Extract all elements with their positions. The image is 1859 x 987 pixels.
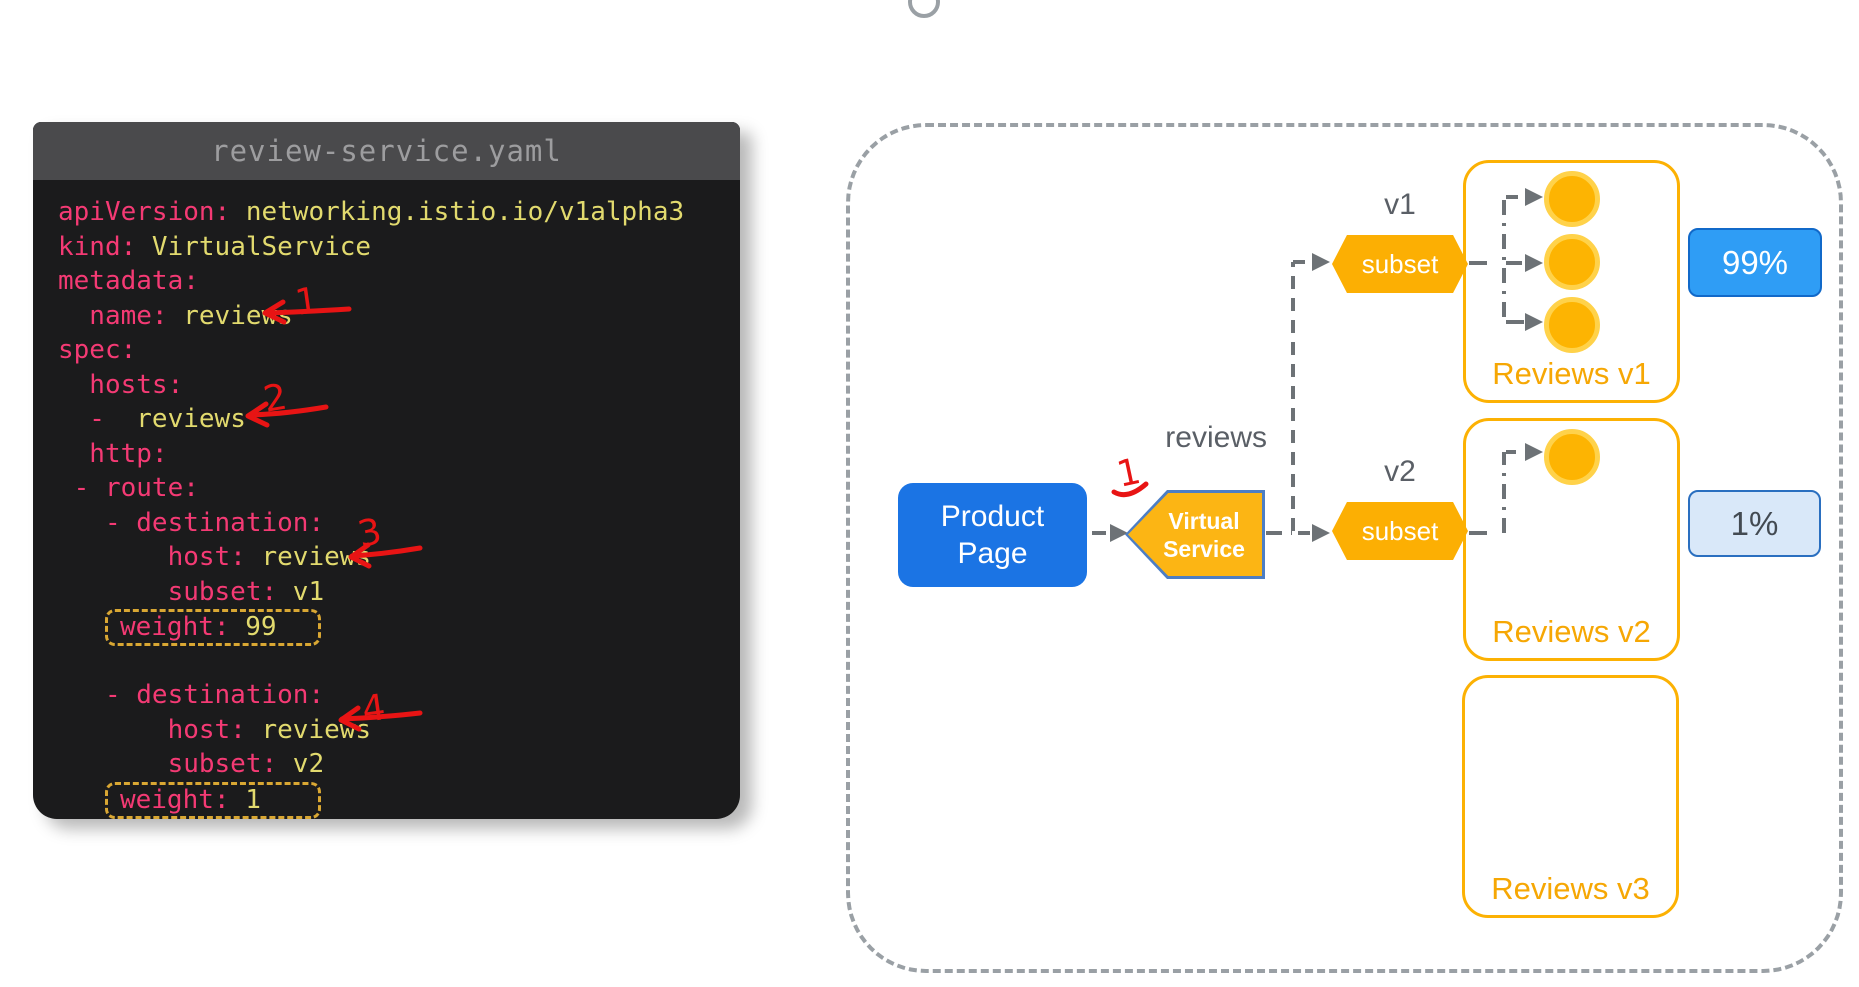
code-line: - destination: <box>58 507 325 538</box>
subset-v2-version-label: v2 <box>1384 455 1416 488</box>
code-line: spec: <box>58 335 137 365</box>
subset-v1-text: subset <box>1361 248 1439 279</box>
code-body: apiVersion: networking.istio.io/v1alpha3… <box>33 180 740 819</box>
reviews-v2-label: Reviews v2 <box>1492 614 1651 649</box>
mesh-boundary <box>846 123 1843 973</box>
code-line: http: <box>58 438 168 469</box>
product-page-label-line2: Page <box>957 537 1028 570</box>
pod-circle <box>1544 429 1600 485</box>
virtual-service-label-line1: Virtual <box>1168 507 1240 534</box>
reviews-v3-label: Reviews v3 <box>1491 871 1650 906</box>
code-line: subset: v2 <box>58 749 325 779</box>
virtual-service-label-line2: Service <box>1163 535 1245 562</box>
weight-highlight-box: weight: 1 <box>104 781 321 819</box>
reviews-v2-pods <box>1544 429 1600 492</box>
pod-circle <box>1544 297 1600 353</box>
subset-v2-node: subset <box>1332 502 1468 560</box>
traffic-weight-badge-99: 99% <box>1688 228 1822 297</box>
code-line: weight: 99 <box>58 609 740 646</box>
yaml-code-panel: review-service.yaml apiVersion: networki… <box>33 122 740 819</box>
code-line: metadata: <box>58 266 199 296</box>
product-page-label-line1: Product <box>940 500 1045 533</box>
code-line: host: reviews <box>58 714 372 745</box>
code-line: kind: VirtualService <box>58 231 372 262</box>
subset-v2-text: subset <box>1361 515 1439 546</box>
reviews-v2-group: Reviews v2 <box>1463 418 1680 661</box>
pod-circle <box>1544 234 1600 290</box>
code-line: - destination: <box>58 680 325 710</box>
reviews-v1-group: Reviews v1 <box>1463 160 1680 403</box>
code-line: name: reviews <box>58 300 293 331</box>
code-line: - reviews <box>58 404 246 434</box>
code-line: hosts: <box>58 369 184 400</box>
subset-v1-node: subset <box>1332 235 1468 293</box>
weight-highlight-box: weight: 99 <box>104 609 321 646</box>
code-filename: review-service.yaml <box>33 122 740 180</box>
code-line: - route: <box>58 473 199 503</box>
subset-v1-version-label: v1 <box>1384 188 1416 221</box>
cropped-top-glyph <box>908 0 940 18</box>
product-page-node: Product Page <box>898 483 1087 587</box>
pod-circle <box>1544 171 1600 227</box>
code-line: subset: v1 <box>58 576 325 607</box>
code-line: host: reviews <box>58 542 372 572</box>
traffic-weight-badge-1: 1% <box>1688 490 1821 557</box>
code-line <box>58 644 740 679</box>
code-line: apiVersion: networking.istio.io/v1alpha3 <box>58 197 685 227</box>
reviews-v1-pods <box>1544 171 1600 360</box>
service-name-label: reviews <box>1165 421 1267 454</box>
reviews-v3-group: Reviews v3 <box>1462 675 1679 918</box>
code-line: weight: 1 <box>58 781 740 819</box>
reviews-v1-label: Reviews v1 <box>1492 356 1651 391</box>
